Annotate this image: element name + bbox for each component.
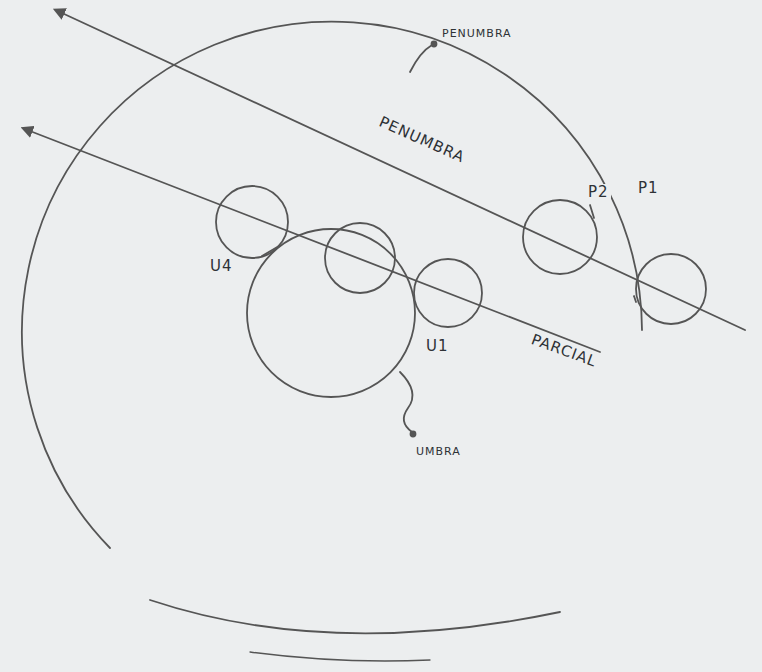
leader-line	[400, 372, 413, 432]
moon-circle	[414, 259, 482, 327]
diagram-label: U4	[208, 258, 235, 275]
diagram-label: PENUMBRA	[375, 113, 469, 167]
penumbra-arc	[150, 600, 560, 633]
moon-path	[30, 131, 600, 352]
moon-circle	[523, 200, 597, 274]
diagram-label: UMBRA	[414, 446, 463, 458]
diagram-label: U1	[424, 338, 451, 355]
leader-dot	[432, 42, 437, 47]
contact-pointer	[262, 246, 279, 256]
penumbra-arc	[250, 652, 430, 661]
moon-circle	[325, 223, 395, 293]
penumbra-circle	[22, 22, 642, 548]
leader-dot	[411, 432, 416, 437]
moon-circle	[636, 254, 706, 324]
diagram-label: PENUMBRA	[440, 28, 514, 40]
contact-pointer	[634, 296, 636, 302]
umbra-circle	[247, 229, 415, 397]
moon-circle	[216, 186, 288, 258]
diagram-label: PARCIAL	[527, 330, 601, 370]
leader-line	[410, 45, 432, 72]
diagram-label: P1	[636, 180, 661, 197]
moon-path	[62, 13, 745, 330]
contact-pointer	[590, 205, 594, 218]
diagram-label: P2	[586, 184, 611, 201]
